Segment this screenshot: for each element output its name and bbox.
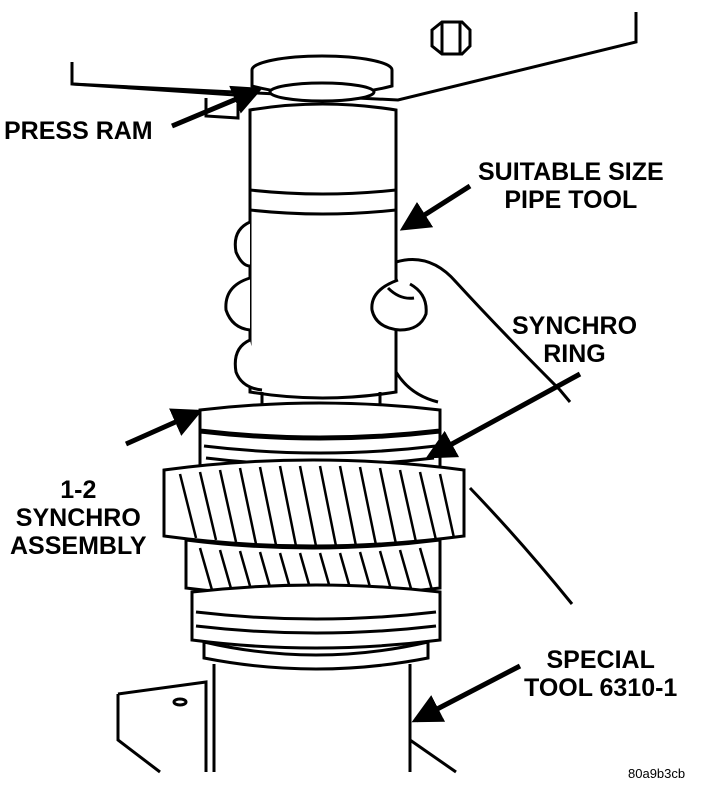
special-tool-label: SPECIAL TOOL 6310-1 — [524, 646, 677, 702]
lower-synchro — [190, 583, 442, 671]
special-tool-arrow — [411, 663, 522, 723]
hand — [224, 220, 574, 605]
nut-bolt — [430, 20, 472, 56]
special-tool — [116, 664, 457, 774]
synchro-ring-label: SYNCHRO RING — [512, 312, 637, 368]
synchro-ring-label-line1: SYNCHRO — [512, 312, 638, 340]
synchro-ring-arrow — [425, 371, 582, 459]
pipe-tool-label: SUITABLE SIZE PIPE TOOL — [478, 158, 664, 214]
synchro-assembly-label-line3: ASSEMBLY — [10, 532, 147, 560]
pipe-tool-label-line2: PIPE TOOL — [504, 186, 638, 214]
synchro-assembly-label-line2: SYNCHRO — [15, 504, 141, 532]
figure-reference: 80a9b3cb — [628, 766, 686, 781]
press-ram — [250, 54, 394, 103]
pipe-tool-label-line1: SUITABLE SIZE — [478, 158, 664, 186]
pipe-tool — [248, 102, 398, 414]
leader-arrows — [124, 85, 582, 723]
pipe-tool-arrow — [399, 183, 472, 231]
synchro-assembly-label-line1: 1-2 — [60, 476, 97, 504]
press-ram-arrow — [171, 85, 263, 129]
synchro-assembly-label: 1-2 SYNCHRO ASSEMBLY — [10, 476, 147, 560]
press-table — [70, 12, 638, 102]
special-tool-label-line2: TOOL 6310-1 — [524, 674, 678, 702]
special-tool-label-line1: SPECIAL — [546, 646, 655, 674]
gear — [162, 458, 466, 598]
synchro-assembly-arrow — [124, 408, 203, 447]
synchro-ring-label-line2: RING — [543, 340, 606, 368]
press-ram-label: PRESS RAM — [4, 117, 153, 145]
